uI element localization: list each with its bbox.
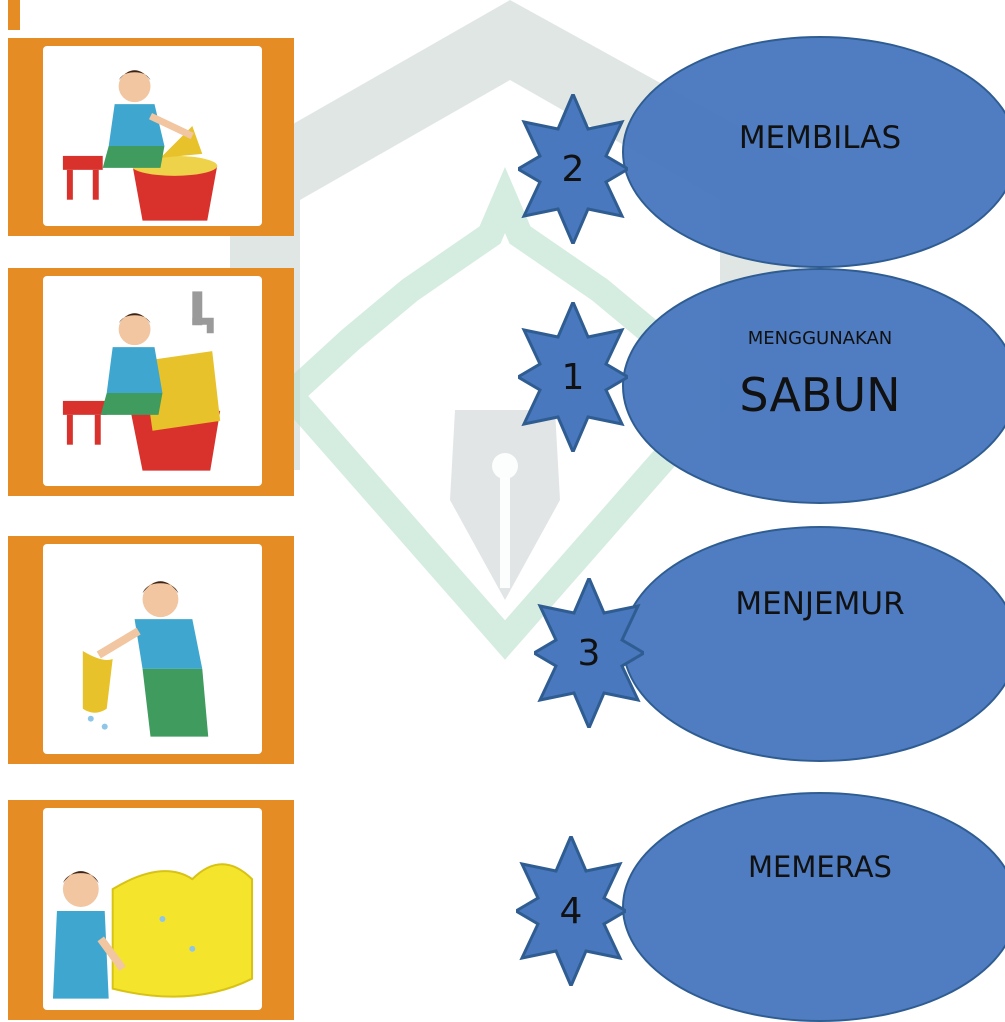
step-label-menjemur: MENJEMUR	[735, 586, 905, 622]
step-oval-menggunakan-sabun: MENGGUNAKAN SABUN	[622, 268, 1005, 504]
girl-washing-clothes-in-basin-icon	[62, 70, 218, 221]
star-shape-icon	[518, 302, 628, 452]
step-number: 1	[561, 356, 585, 398]
girl-wringing-clothes-icon	[82, 581, 209, 737]
picture-card-1	[8, 38, 294, 236]
star-shape-icon	[534, 578, 644, 728]
picture-card-3	[8, 536, 294, 764]
step-number: 4	[559, 890, 583, 932]
star-badge-1: 1	[518, 302, 628, 452]
girl-rinsing-clothes-under-tap-icon	[62, 291, 221, 471]
step-label-small: MENGGUNAKAN	[747, 328, 893, 349]
star-shape-icon	[516, 836, 626, 986]
picture-card-2	[8, 268, 294, 496]
step-number: 2	[561, 148, 585, 190]
step-label-large: SABUN	[739, 368, 901, 422]
step-oval-menjemur: MENJEMUR	[622, 526, 1005, 762]
star-badge-2: 2	[518, 94, 628, 244]
step-label-memeras: MEMERAS	[748, 850, 892, 884]
star-shape-icon	[518, 94, 628, 244]
step-oval-memeras: MEMERAS	[622, 792, 1005, 1022]
step-oval-membilas: MEMBILAS	[622, 36, 1005, 268]
star-badge-4: 4	[516, 836, 626, 986]
picture-card-4	[8, 800, 294, 1020]
step-number: 3	[577, 632, 601, 674]
star-badge-3: 3	[534, 578, 644, 728]
girl-spreading-cloth-to-dry-icon	[52, 863, 254, 999]
step-label-membilas: MEMBILAS	[738, 120, 902, 156]
edge-mark	[8, 0, 20, 30]
